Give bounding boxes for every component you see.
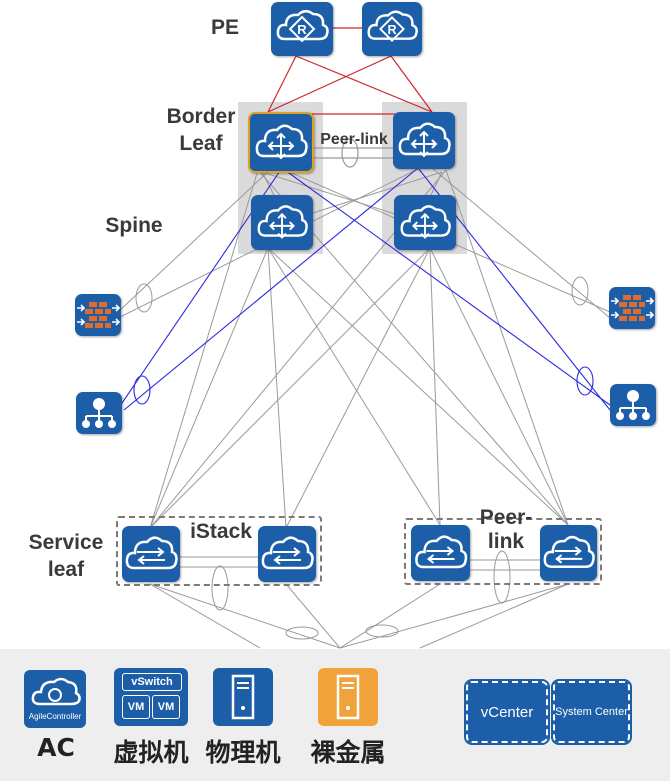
label-border-leaf: Border Leaf: [166, 105, 236, 155]
agile-controller-tile[interactable]: AgileController: [24, 670, 86, 728]
vcenter-box[interactable]: vCenter: [464, 679, 550, 745]
vswitch-label: vSwitch: [122, 673, 182, 691]
service-leaf-group-left: [116, 516, 322, 586]
load-balancer-icon: [616, 390, 650, 420]
pe-router-left[interactable]: R: [271, 2, 333, 56]
svg-text:R: R: [297, 22, 307, 37]
fabric-links: [117, 167, 611, 649]
load-balancer-icon: [82, 398, 116, 428]
server-icon: [231, 674, 255, 720]
service-leaf-4[interactable]: [540, 525, 597, 581]
access-switch-icon: [415, 535, 468, 569]
vm-label-1: VM: [122, 695, 150, 719]
core-switch-icon: [255, 124, 308, 160]
border-peer-link: [312, 138, 394, 168]
spine-left[interactable]: [251, 195, 313, 250]
border-leaf-right[interactable]: [393, 112, 455, 169]
router-icon: R: [367, 10, 418, 42]
service-leaf-1[interactable]: [122, 526, 180, 582]
caption-bare-metal: 裸金属: [310, 738, 386, 767]
label-peer-link-top: Peer-link: [320, 131, 388, 148]
agile-controller-text: AgileController: [28, 712, 82, 721]
core-switch-icon: [257, 205, 308, 239]
vm-label-2: VM: [152, 695, 180, 719]
caption-vm: 虚拟机: [113, 738, 189, 767]
caption-physical: 物理机: [205, 738, 281, 767]
service-leaf-group-right: [404, 518, 602, 585]
label-spine: Spine: [105, 214, 163, 237]
service-leaf-2[interactable]: [258, 526, 316, 582]
border-leaf-left[interactable]: [248, 112, 314, 173]
pe-links: [267, 27, 433, 115]
service-leaf-3[interactable]: [411, 525, 470, 581]
label-service-leaf: Service leaf: [28, 531, 104, 581]
spine-right[interactable]: [394, 195, 456, 250]
label-istack: iStack: [190, 520, 252, 543]
firewall-right[interactable]: [609, 287, 655, 329]
bare-metal-tile[interactable]: [318, 668, 378, 726]
firewall-left[interactable]: [75, 294, 121, 336]
load-balancer-left[interactable]: [76, 392, 122, 434]
firewall-icon: [611, 295, 655, 321]
label-pe: PE: [210, 16, 239, 39]
core-switch-icon: [398, 122, 451, 158]
core-switch-icon: [400, 205, 451, 239]
system-center-box[interactable]: System Center: [551, 679, 632, 745]
pe-router-right[interactable]: R: [362, 2, 422, 56]
load-balancer-right[interactable]: [610, 384, 656, 426]
server-icon: [336, 674, 360, 720]
physical-server-tile[interactable]: [213, 668, 273, 726]
access-switch-icon: [543, 535, 595, 568]
caption-ac: AC: [37, 733, 75, 762]
router-icon: R: [276, 10, 329, 43]
vswitch-vm-tile[interactable]: vSwitch VM VM: [114, 668, 188, 726]
label-peer-link-bottom: Peer- link: [479, 506, 533, 553]
svg-text:R: R: [387, 23, 396, 37]
agile-controller-icon: [31, 677, 81, 706]
access-switch-icon: [125, 536, 178, 570]
firewall-icon: [77, 302, 121, 328]
access-switch-icon: [261, 536, 314, 570]
